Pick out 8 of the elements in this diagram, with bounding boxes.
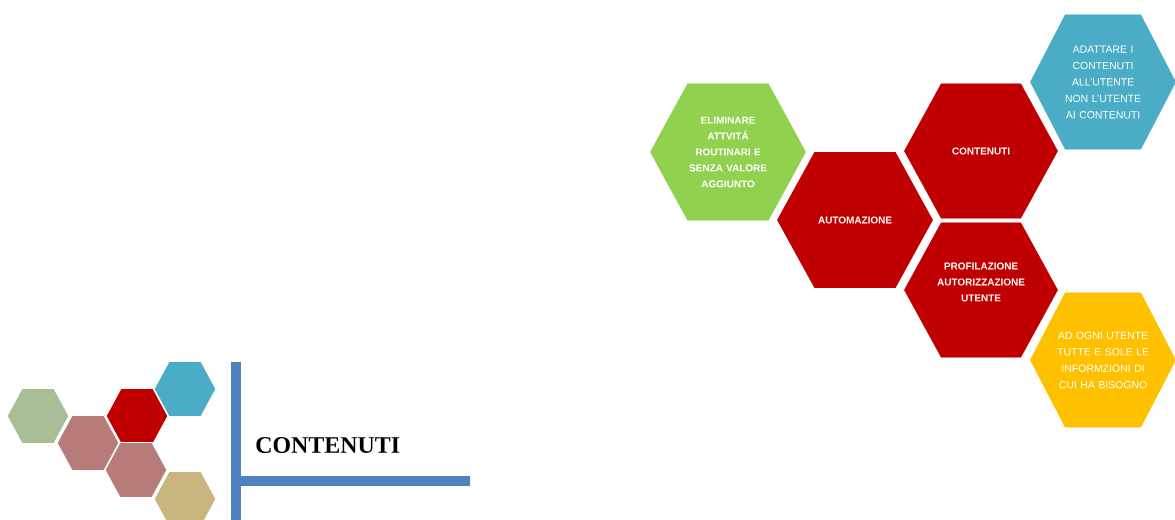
hexagon: AD OGNI UTENTE TUTTE E SOLE LE INFORMZIONI DI CUI HA BISOGNO bbox=[1030, 292, 1175, 428]
hexagon: CONTENUTI bbox=[904, 83, 1058, 219]
title: CONTENUTI bbox=[256, 436, 400, 454]
hexagon: AUTOMAZIONE bbox=[777, 152, 933, 288]
hexagon: PROFILAZIONE AUTORIZZAZIONE UTENTE bbox=[904, 222, 1058, 358]
hexagon: ADATTARE I CONTENUTI ALL’UTENTE NON L’UTENTE AI CONTENUTI bbox=[1030, 14, 1175, 150]
hexagon: ELIMINARE ATTVITÁ ROUTINARI E SENZA VALORE AGGIUNTO bbox=[650, 83, 806, 221]
node-label: AUTOMAZIONE bbox=[818, 216, 892, 224]
